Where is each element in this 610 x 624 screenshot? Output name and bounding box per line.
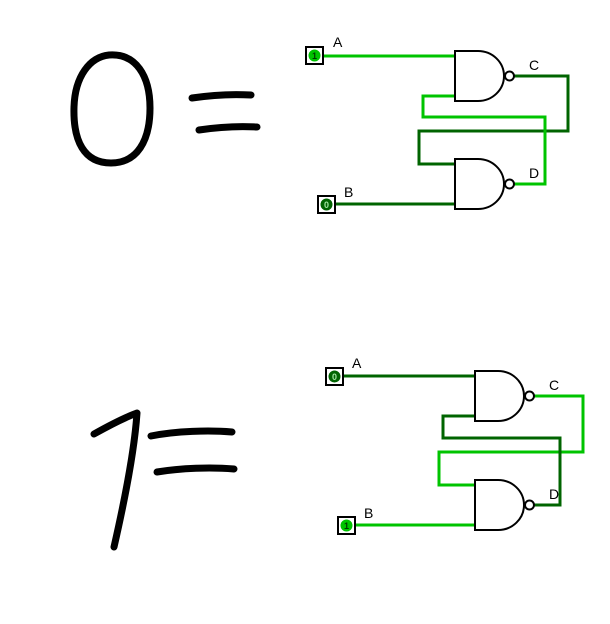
nand-gate-upper	[454, 50, 515, 102]
nand-gate-body	[474, 370, 525, 422]
wire-output-d-feedback	[421, 94, 547, 186]
sr-latch-top: 1 A 0 B C D	[305, 34, 570, 214]
input-pin-b[interactable]: 1	[337, 516, 356, 535]
sr-latch-bottom: 0 A 1 B C D	[325, 355, 585, 535]
output-c-label: C	[549, 377, 559, 393]
nand-gate-bubble-icon	[504, 70, 515, 82]
input-pin-a[interactable]: 0	[325, 367, 344, 386]
nand-gate-body	[454, 50, 505, 102]
nand-gate-lower	[474, 479, 535, 531]
handwritten-one-glyph	[90, 409, 141, 551]
handwritten-equals-bottom-bar	[195, 123, 261, 134]
wire-output-c-feedback	[437, 394, 585, 487]
output-d-label: D	[549, 486, 559, 502]
pin-b-label: B	[344, 184, 353, 200]
handwritten-equals-bottom-bar	[153, 464, 238, 476]
pin-b-state-dot	[320, 198, 333, 211]
pin-b-value: 1	[344, 521, 349, 531]
wire-output-d-feedback	[441, 414, 562, 507]
pin-b-state-dot	[340, 519, 353, 532]
nand-gate-upper	[474, 370, 535, 422]
nand-gate-bubble-icon	[524, 390, 535, 402]
pin-b-value: 0	[324, 200, 329, 210]
nand-gate-lower	[454, 158, 515, 210]
handwritten-equals-top-bar	[147, 427, 236, 440]
handwritten-zero-glyph	[70, 51, 154, 167]
input-pin-a[interactable]: 1	[305, 46, 324, 65]
pin-a-value: 0	[332, 372, 337, 382]
wire-output-c-feedback	[417, 74, 570, 166]
pin-a-value: 1	[312, 51, 317, 61]
pin-a-state-dot	[328, 370, 341, 383]
pin-a-state-dot	[308, 49, 321, 62]
handwritten-equals-top-bar	[188, 91, 255, 102]
output-d-label: D	[529, 165, 539, 181]
pin-b-label: B	[364, 505, 373, 521]
nand-gate-body	[474, 479, 525, 531]
pin-a-label: A	[352, 355, 362, 371]
handwritten-annotation-one-equals	[90, 409, 238, 551]
nand-gate-bubble-icon	[504, 178, 515, 190]
handwritten-annotation-zero-equals	[70, 51, 261, 167]
pin-a-label: A	[333, 34, 343, 50]
output-c-label: C	[529, 57, 539, 73]
input-pin-b[interactable]: 0	[317, 195, 336, 214]
nand-gate-bubble-icon	[524, 499, 535, 511]
nand-gate-body	[454, 158, 505, 210]
